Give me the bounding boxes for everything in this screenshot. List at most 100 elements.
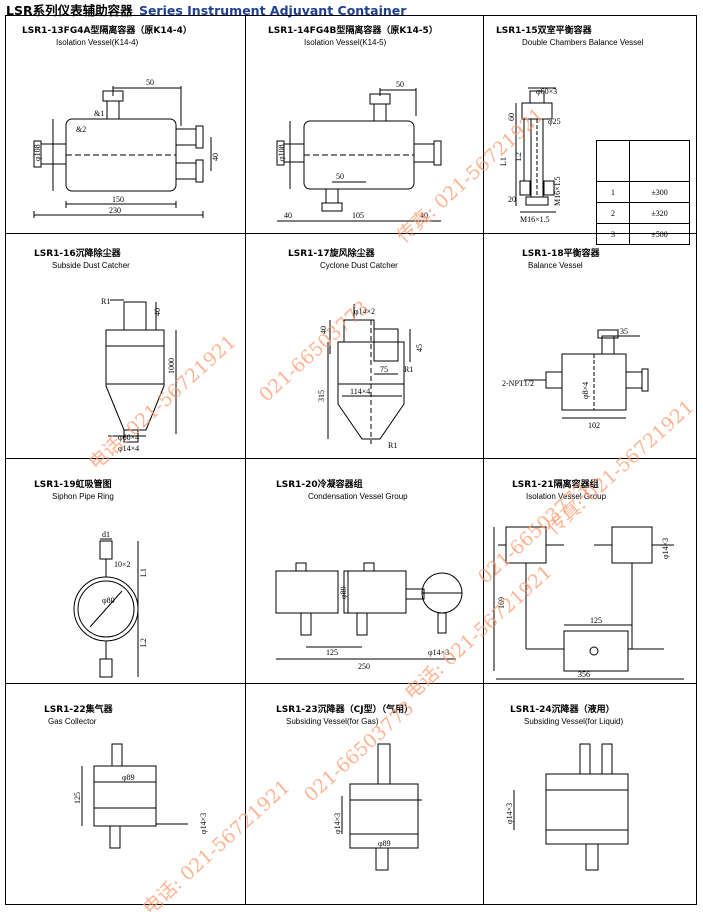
table-cell: ±300: [629, 181, 690, 203]
cell-subtitle: Condensation Vessel Group: [308, 492, 408, 501]
dim-label: φ14×3: [505, 803, 514, 824]
dim-label: 45: [415, 344, 424, 352]
header-title-en: Series Instrument Adjuvant Container: [138, 3, 407, 18]
dim-label: 250: [358, 662, 370, 671]
dim-label: 40: [319, 326, 328, 334]
grid-divider-h2: [6, 458, 696, 459]
dim-label: 114×4: [350, 387, 370, 396]
dim-label: φ89: [122, 773, 135, 782]
cell-subtitle: Isolation Vessel(K14-5): [304, 38, 387, 47]
drawing-cyclone-dust-catcher: φ14×2 40 45 75 R1 315 114×4 R1: [317, 304, 424, 450]
table-cell: ±500: [629, 223, 690, 245]
cell-gas-collector: LSR1-22集气器 Gas Collector φ89 125 φ14×3: [6, 684, 245, 904]
grid-divider-h1: [6, 233, 696, 234]
grid-divider-h3: [6, 683, 696, 684]
table-row: [596, 140, 690, 182]
table-cell: ±320: [629, 202, 690, 224]
cell-double-chambers-balance-vessel: LSR1-15双室平衡容器 Double Chambers Balance Ve…: [484, 16, 696, 245]
drawing-subsiding-vessel-gas: φ14×3 φ89: [333, 743, 422, 871]
drawing-isolation-vessel-group: φ14×3 169 125 356: [493, 526, 684, 680]
dim-label: 20: [508, 195, 516, 204]
dim-label: R1: [404, 365, 413, 374]
cell-title: LSR1-14FG4B型隔离容器（原K14-5）: [268, 26, 438, 36]
range-table: 1±300 2±320 3±500: [596, 140, 690, 245]
drawing-subsiding-vessel-liquid: φ14×3: [505, 743, 629, 871]
cell-balance-vessel: LSR1-18平衡容器 Balance Vessel 35 2-NPT1/2 φ…: [484, 234, 696, 458]
vessel-grid: LSR1-13FG4A型隔离容器（原K14-4） Isolation Vesse…: [5, 15, 697, 905]
dim-label: 125: [590, 616, 602, 625]
drawing-siphon-pipe-ring: d1 10×2 L1 L2 φ80: [73, 530, 148, 678]
dim-label: M16×1.5: [553, 176, 562, 206]
drawing-isolation-vessel-k14-5: 50 φ108 50 40 105 40: [276, 80, 442, 222]
grid-divider-v1: [245, 16, 246, 904]
cell-title: LSR1-23沉降器（CJ型）（气用）: [276, 705, 414, 715]
dim-label: 50: [396, 80, 404, 89]
dim-label: φ89: [339, 586, 348, 599]
dim-label: 35: [620, 327, 628, 336]
dim-label: φ14×3: [661, 538, 670, 559]
dim-label: 40: [284, 211, 292, 220]
dim-label: φ14×3: [333, 813, 342, 834]
dim-label: φ60×4: [118, 433, 139, 442]
dim-label: 50: [336, 172, 344, 181]
cell-subtitle: Siphon Pipe Ring: [52, 492, 114, 501]
header-title-cn: LSR系列仪表辅助容器: [6, 3, 133, 18]
cell-subsiding-vessel-liquid: LSR1-24沉降器（液用） Subsiding Vessel(for Liqu…: [484, 684, 696, 904]
cell-title: LSR1-22集气器: [44, 705, 113, 715]
cell-subtitle: Double Chambers Balance Vessel: [522, 38, 644, 47]
cell-title: LSR1-18平衡容器: [522, 249, 600, 259]
cell-subtitle: Subsiding Vessel(for Liquid): [524, 717, 624, 726]
dim-label: 2-NPT1/2: [502, 379, 534, 388]
cell-subsiding-vessel-gas: LSR1-23沉降器（CJ型）（气用） Subsiding Vessel(for…: [246, 684, 483, 904]
dim-label: L1: [139, 568, 148, 577]
dim-label: 125: [73, 792, 82, 804]
dim-label: 105: [352, 211, 364, 220]
cell-subtitle: Subside Dust Catcher: [52, 261, 130, 270]
cell-cyclone-dust-catcher: LSR1-17旋风除尘器 Cyclone Dust Catcher φ14×2 …: [246, 234, 483, 458]
dim-label: φ14×3: [428, 648, 449, 657]
cell-title: LSR1-16沉降除尘器: [34, 249, 121, 259]
cell-title: LSR1-15双室平衡容器: [496, 26, 592, 36]
dim-label: 40: [211, 153, 220, 161]
dim-label: R1: [101, 297, 110, 306]
dim-label: 1000: [167, 358, 176, 374]
dim-label: φ8×4: [581, 382, 590, 399]
dim-label: 50: [146, 78, 154, 87]
table-cell: 1: [596, 181, 630, 203]
cell-subside-dust-catcher: LSR1-16沉降除尘器 Subside Dust Catcher R1 40 …: [6, 234, 245, 458]
cell-siphon-pipe-ring: LSR1-19虹吸管图 Siphon Pipe Ring d1 10×2 L1 …: [6, 459, 245, 683]
table-cell: 2: [596, 202, 630, 224]
drawing-double-chambers-balance-vessel: φ60×3 φ25 60 L1 L2 M16×1.5 M16×1.5 20: [499, 87, 562, 224]
cell-subtitle: Subsiding Vessel(for Gas): [286, 717, 379, 726]
dim-label: φ14×2: [354, 307, 375, 316]
cell-subtitle: Cyclone Dust Catcher: [320, 261, 398, 270]
dim-label: 75: [380, 365, 388, 374]
table-row: 2±320: [596, 202, 690, 224]
cell-title: LSR1-20冷凝容器组: [276, 480, 363, 490]
table-row: 3±500: [596, 223, 690, 245]
cell-subtitle: Isolation Vessel(K14-4): [56, 38, 139, 47]
dim-label: φ80: [102, 596, 115, 605]
cell-subtitle: Gas Collector: [48, 717, 97, 726]
grid-divider-v2: [483, 16, 484, 904]
dim-label: L2: [514, 152, 523, 161]
dim-label: φ108: [33, 144, 42, 161]
dim-label: L1: [499, 157, 508, 166]
drawing-condensation-vessel-group: φ89 125 250 φ14×3: [275, 562, 463, 671]
dim-label: 40: [420, 211, 428, 220]
dim-label: φ60×3: [536, 87, 557, 96]
dim-label: &1: [94, 109, 104, 118]
dim-label: 169: [497, 597, 506, 609]
drawing-isolation-vessel-k14-4: 50 &1 &2 φ108 40 150 230: [33, 78, 220, 218]
dim-label: R1: [388, 441, 397, 450]
dim-label: 125: [326, 648, 338, 657]
drawing-subside-dust-catcher: R1 40 1000 φ60×4 φ14×4: [101, 297, 177, 453]
table-cell: 3: [596, 223, 630, 245]
dim-label: 356: [578, 670, 590, 679]
table-row: 1±300: [596, 181, 690, 203]
cell-title: LSR1-21隔离容器组: [512, 480, 599, 490]
cell-subtitle: Isolation Vessel Group: [526, 492, 607, 501]
cell-subtitle: Balance Vessel: [528, 261, 583, 270]
dim-label: φ89: [378, 839, 391, 848]
dim-label: 10×2: [114, 560, 131, 569]
